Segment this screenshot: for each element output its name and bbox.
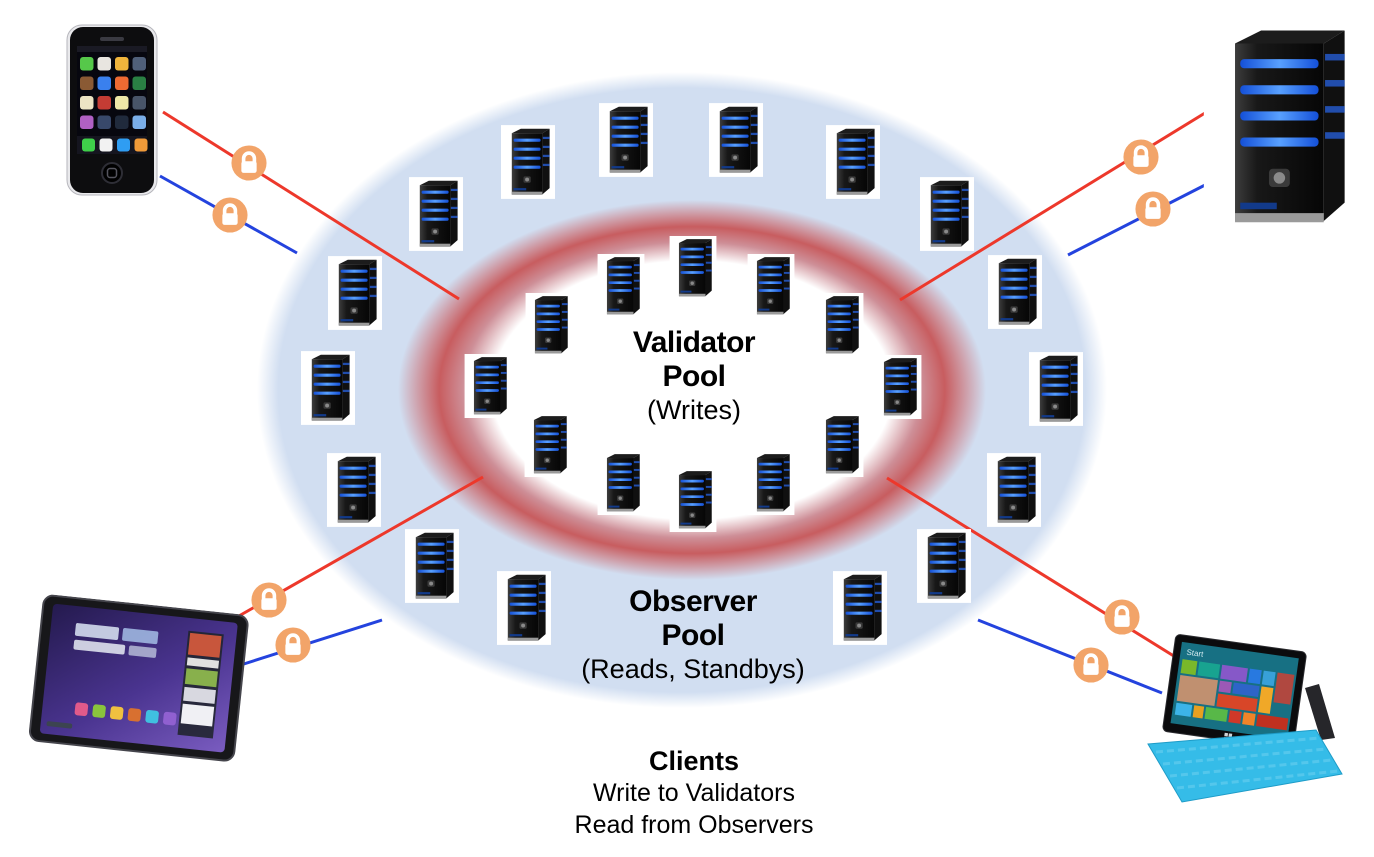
lock-icon [1135,191,1171,227]
read-connection-line-tablet [227,618,383,671]
server-tower-client [1200,20,1364,239]
clients-line2: Read from Observers [574,811,814,839]
lock-icon [212,197,248,233]
surface-keyboard-keys [1155,736,1339,790]
clients-label: Clients Write to Validators Read from Ob… [534,746,854,841]
lock-icon [275,627,311,663]
observer-pool-title-line1: Observer [629,585,757,618]
observer-pool-title-line2: Pool [661,619,726,652]
lock-icon [251,582,287,618]
observer-pool-subtitle: (Reads, Standbys) [581,654,805,684]
surface-tablet-client: Start [1138,626,1374,811]
surface-screen: Start [1162,634,1307,750]
read-connection-line-smartphone [159,174,298,255]
observer-pool-label: Observer Pool (Reads, Standbys) [553,585,833,686]
validator-pool-title-line2: Pool [662,360,727,393]
server-tower-icon [1203,20,1361,234]
surface-kickstand [1305,684,1335,740]
smartphone-app-grid [80,57,146,129]
lock-icon [231,145,267,181]
read-connection-line-surface [977,618,1163,695]
surface-start-label: Start [1186,648,1205,659]
surface-tile-grid [1174,659,1295,731]
lock-icon [1073,647,1109,683]
android-tablet-client [26,594,250,778]
smartphone-icon [66,24,158,196]
surface-keyboard [1147,729,1343,803]
lock-icon [1104,599,1140,635]
validator-pool-subtitle: (Writes) [647,395,741,425]
smartphone-client [66,24,158,201]
read-connection-line-server-tower [1067,181,1210,257]
lock-icon [1123,139,1159,175]
android-tablet-icon [28,594,249,762]
tablet-app-dots [74,702,177,726]
validator-pool-title-line1: Validator [632,326,756,359]
smartphone-dock [82,138,148,152]
surface-tablet-icon: Start [1147,634,1343,803]
clients-line1: Write to Validators [593,779,795,807]
clients-title: Clients [648,746,740,776]
validator-pool-label: Validator Pool (Writes) [554,326,834,427]
